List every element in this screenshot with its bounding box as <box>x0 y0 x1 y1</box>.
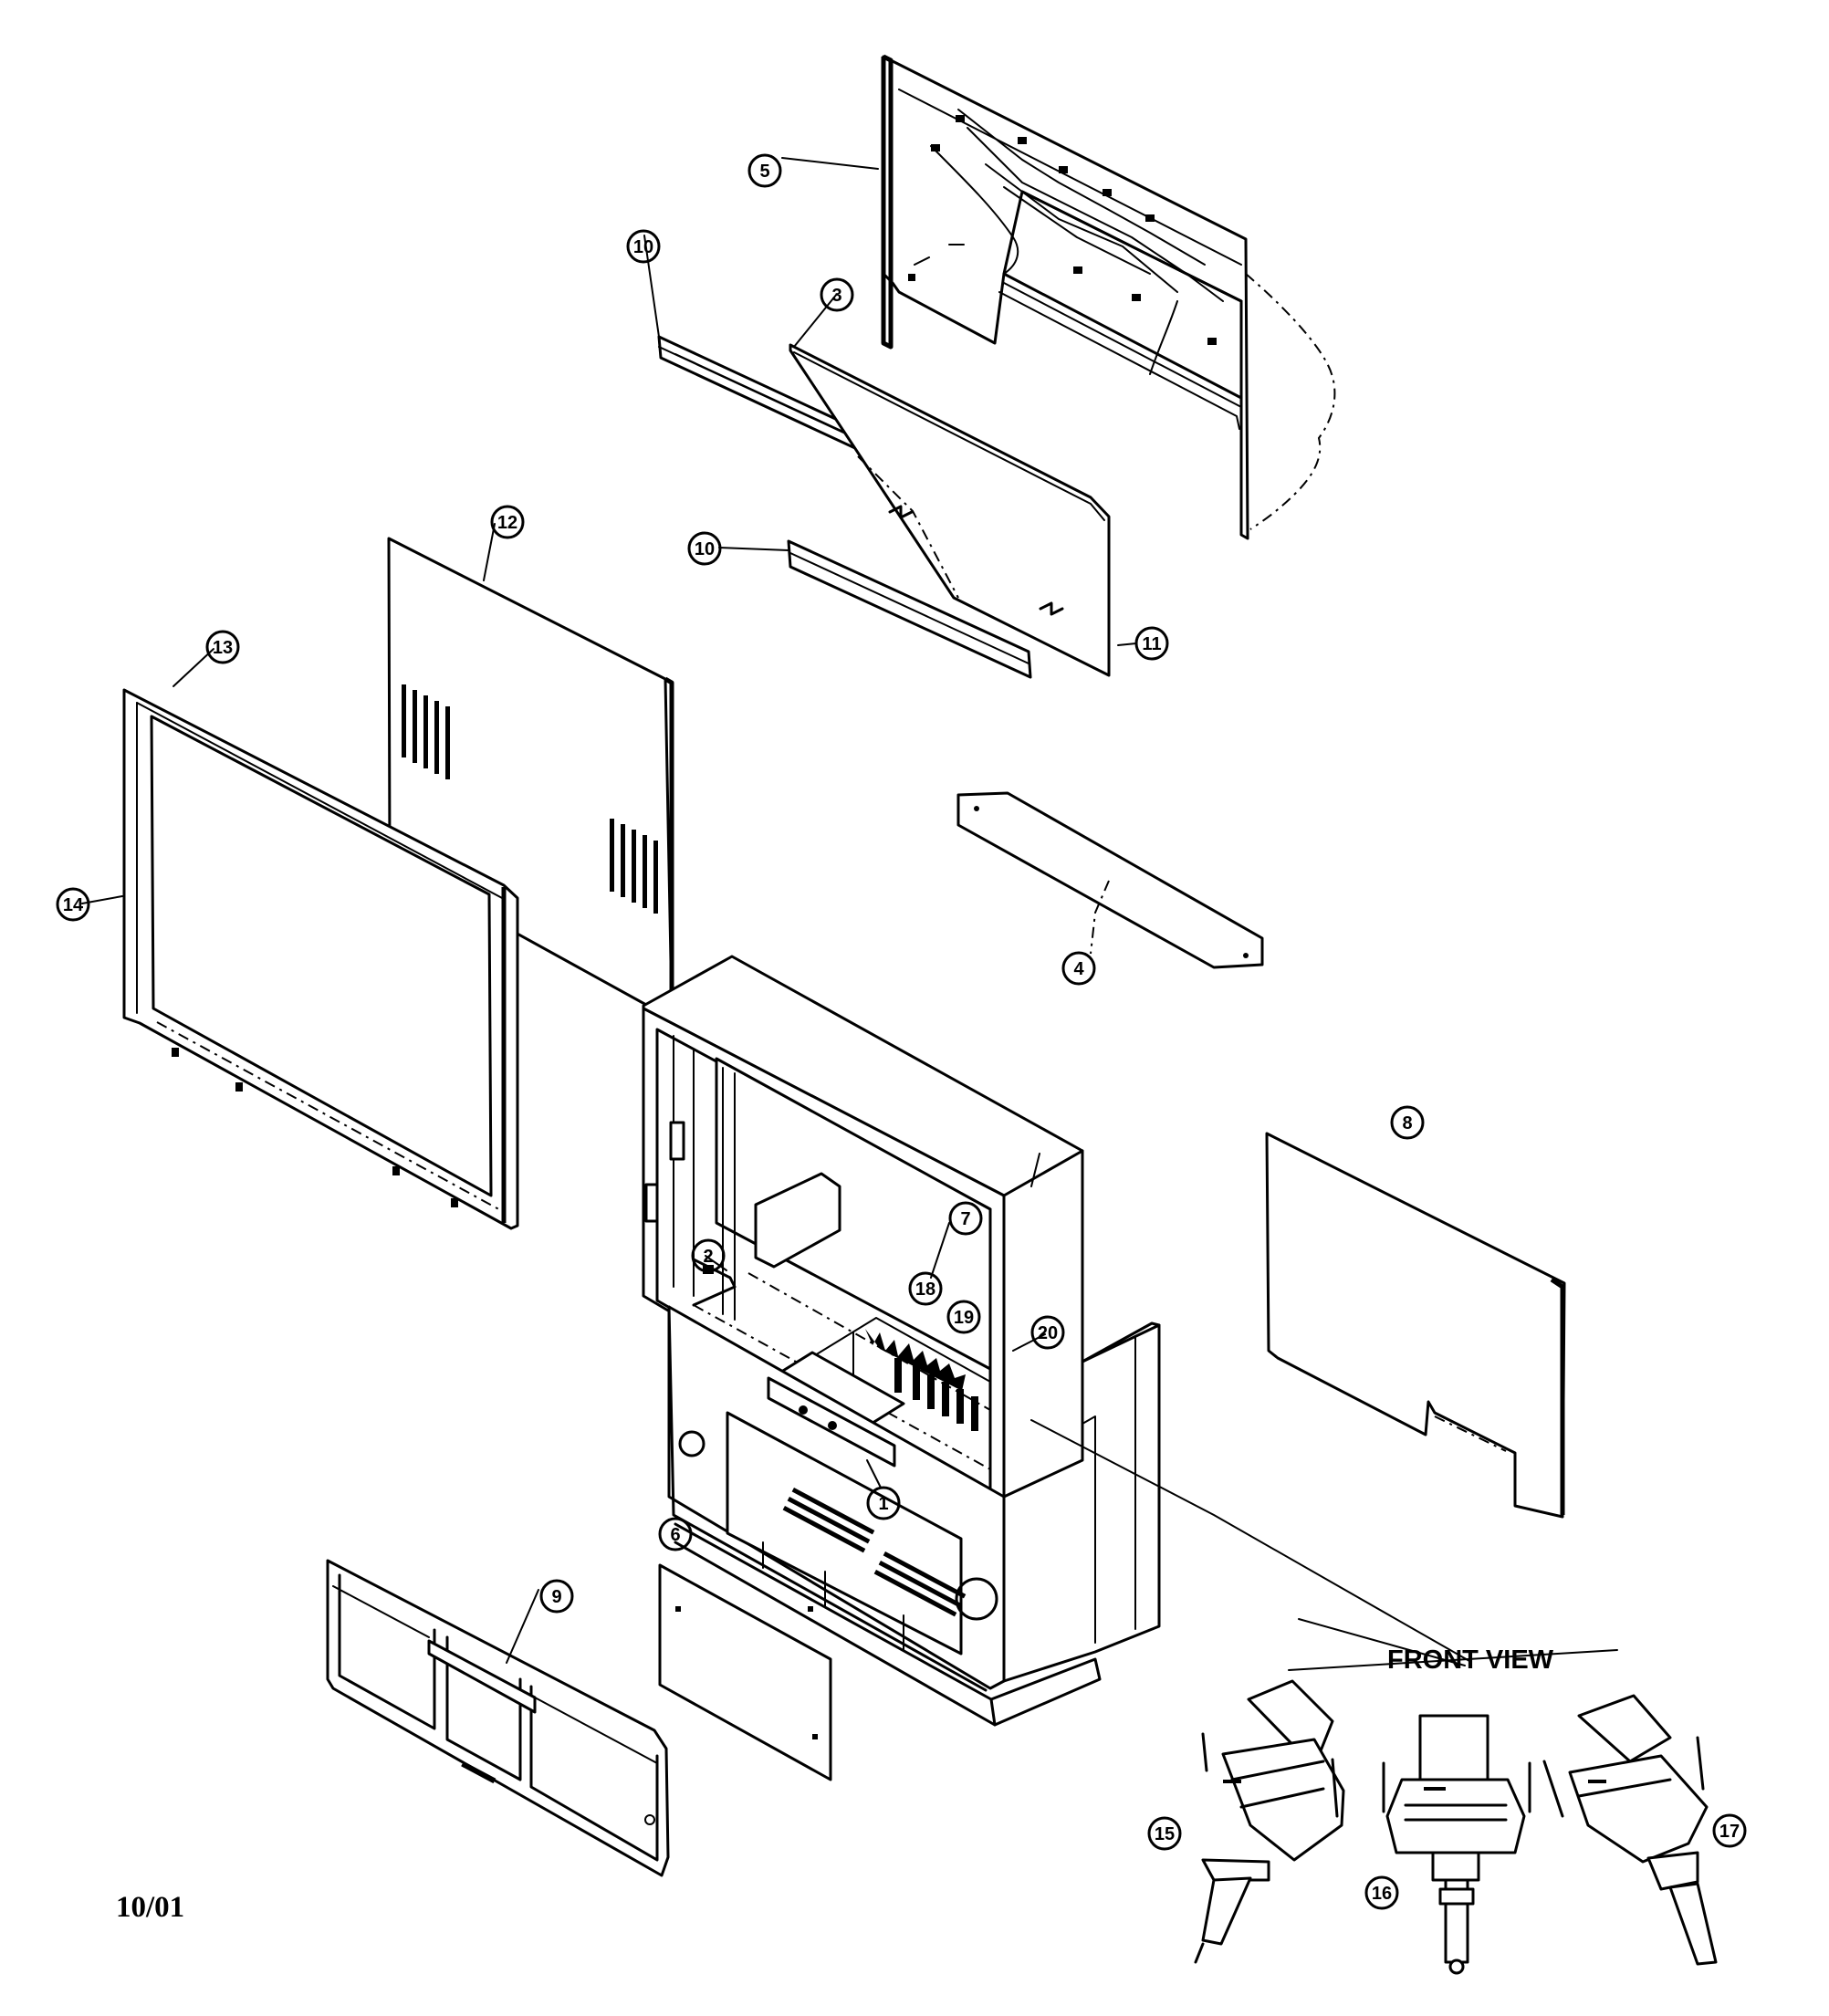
callout-6: 6 <box>658 1517 693 1551</box>
callout-14: 14 <box>56 887 90 922</box>
part-10-lower-rail <box>787 539 1032 679</box>
front-view-section: FRONT VIEW <box>1194 1645 1718 1975</box>
callout-3: 3 <box>820 277 854 312</box>
part-13-14-screen-frame <box>122 688 519 1230</box>
crt-17-assembly <box>1542 1694 1718 1966</box>
crt-16-assembly <box>1382 1714 1531 1975</box>
callout-12: 12 <box>490 505 525 539</box>
svg-text:1: 1 <box>878 1494 888 1514</box>
callout-17: 17 <box>1712 1813 1747 1848</box>
svg-text:2: 2 <box>703 1247 713 1267</box>
part-4-bottom-plate <box>956 791 1264 969</box>
svg-text:13: 13 <box>213 638 233 658</box>
callout-18: 18 <box>908 1271 943 1306</box>
callout-8: 8 <box>1390 1105 1425 1140</box>
svg-text:4: 4 <box>1073 959 1084 979</box>
svg-text:10: 10 <box>695 539 715 559</box>
date-code: 10/01 <box>116 1891 184 1924</box>
main-cabinet <box>642 955 1161 1727</box>
leader-lines <box>81 157 1470 1666</box>
svg-text:19: 19 <box>954 1308 974 1328</box>
front-view-label: FRONT VIEW <box>1387 1645 1554 1675</box>
svg-text:8: 8 <box>1402 1113 1412 1133</box>
callouts: 5 10 3 12 10 11 13 14 4 8 7 2 18 19 20 1… <box>56 153 1747 1910</box>
svg-text:15: 15 <box>1155 1824 1175 1844</box>
callout-20: 20 <box>1030 1315 1065 1350</box>
callout-2: 2 <box>691 1238 726 1273</box>
callout-9: 9 <box>539 1579 574 1614</box>
crt-15-assembly <box>1194 1679 1345 1964</box>
svg-text:16: 16 <box>1372 1884 1392 1904</box>
svg-text:14: 14 <box>63 895 84 915</box>
part-9-speaker-grille <box>326 1559 670 1877</box>
callout-13: 13 <box>205 630 240 664</box>
svg-text:20: 20 <box>1038 1323 1058 1343</box>
callout-10-lower: 10 <box>687 531 722 566</box>
part-5-rear-panel <box>881 54 1336 540</box>
callout-7: 7 <box>948 1201 983 1236</box>
callout-5: 5 <box>747 153 782 188</box>
callout-19: 19 <box>946 1300 981 1334</box>
svg-text:6: 6 <box>670 1525 680 1545</box>
svg-text:7: 7 <box>960 1209 970 1229</box>
svg-text:11: 11 <box>1142 634 1161 654</box>
svg-text:9: 9 <box>551 1587 561 1607</box>
svg-text:3: 3 <box>831 286 841 306</box>
callout-10-upper: 10 <box>626 229 661 264</box>
callout-15: 15 <box>1147 1816 1182 1851</box>
part-6-board <box>658 1563 832 1781</box>
callout-1: 1 <box>866 1486 901 1520</box>
part-3-screen-panel <box>789 343 1111 677</box>
svg-text:12: 12 <box>497 513 517 533</box>
callout-16: 16 <box>1364 1875 1399 1910</box>
svg-text:10: 10 <box>633 237 653 257</box>
svg-text:5: 5 <box>759 162 769 182</box>
svg-text:18: 18 <box>915 1280 935 1300</box>
callout-11: 11 <box>1134 626 1169 661</box>
svg-text:17: 17 <box>1719 1822 1740 1842</box>
callout-4: 4 <box>1061 951 1096 986</box>
part-8-side-panel <box>1265 1132 1566 1519</box>
